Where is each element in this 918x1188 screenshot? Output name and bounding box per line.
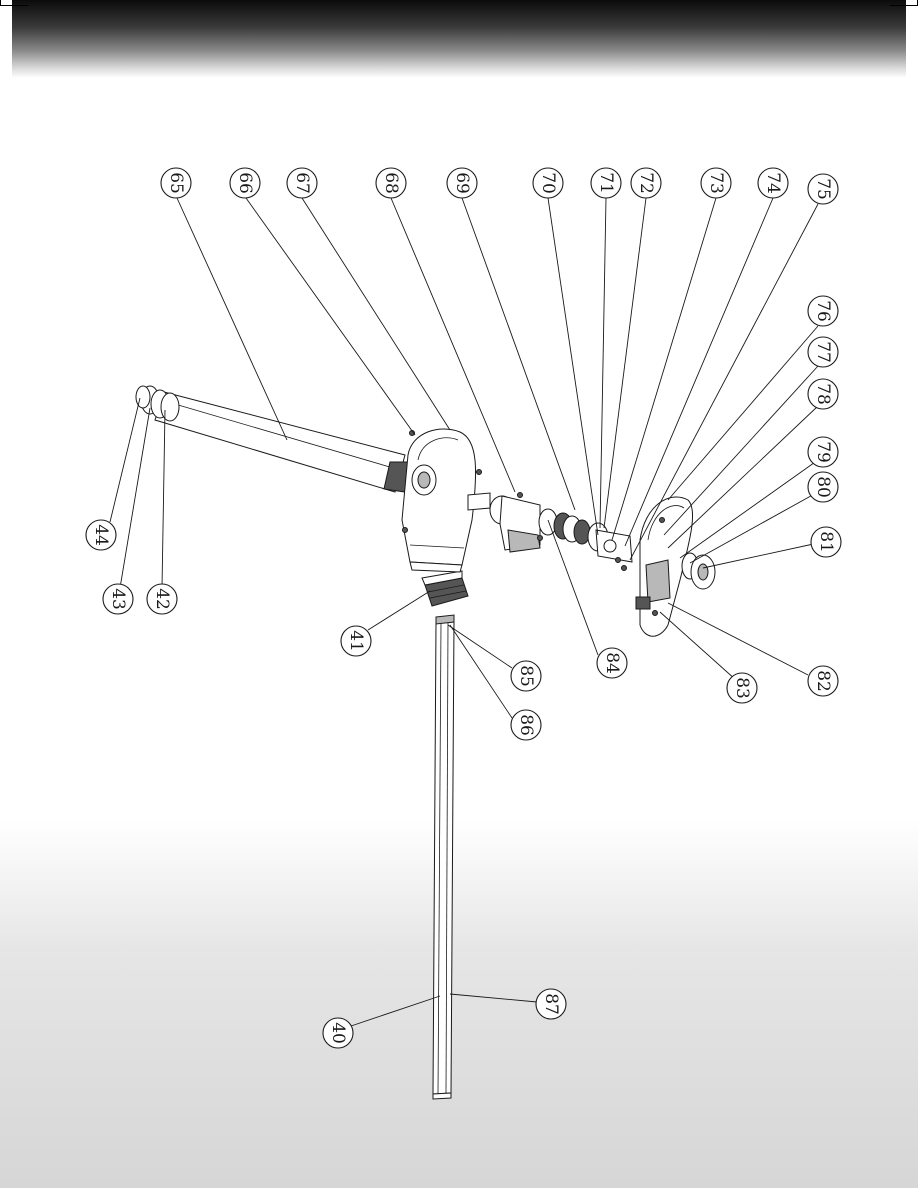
svg-text:80: 80	[813, 476, 833, 498]
header-gradient-bar	[12, 0, 906, 78]
crop-mark-top-left-h	[0, 5, 28, 6]
callout-68: 68	[375, 167, 407, 199]
svg-text:82: 82	[813, 670, 833, 692]
callout-81: 81	[810, 526, 842, 558]
svg-text:68: 68	[381, 172, 401, 194]
svg-text:83: 83	[732, 677, 752, 699]
callout-41: 41	[340, 625, 372, 657]
svg-text:41: 41	[346, 630, 366, 652]
svg-text:74: 74	[763, 172, 783, 194]
svg-text:81: 81	[816, 531, 836, 553]
callout-85: 85	[510, 660, 542, 692]
callout-75: 75	[807, 173, 839, 205]
callout-69: 69	[446, 167, 478, 199]
svg-text:42: 42	[152, 588, 172, 610]
svg-text:67: 67	[292, 172, 312, 194]
callout-76: 76	[807, 295, 839, 327]
callout-71: 71	[590, 167, 622, 199]
knob-part	[681, 552, 716, 590]
connector-rod-part	[467, 492, 491, 511]
callout-42: 42	[146, 583, 178, 615]
collar-part	[421, 570, 469, 607]
callout-77: 77	[807, 336, 839, 368]
bottom-gradient-wash	[0, 820, 918, 1188]
callout-80: 80	[807, 471, 839, 503]
svg-text:72: 72	[636, 172, 656, 194]
svg-text:71: 71	[596, 172, 616, 194]
callout-73: 73	[700, 167, 732, 199]
callout-66: 66	[229, 167, 261, 199]
callout-79: 79	[807, 436, 839, 468]
bracket-part	[489, 492, 543, 553]
svg-text:75: 75	[813, 178, 833, 200]
svg-text:43: 43	[108, 588, 128, 610]
svg-text:77: 77	[813, 341, 833, 363]
svg-text:87: 87	[541, 993, 561, 1015]
shaft-part	[432, 614, 455, 1100]
leader-lines	[109, 197, 819, 1027]
housing-part	[401, 428, 482, 573]
callout-65: 65	[160, 167, 192, 199]
svg-text:73: 73	[706, 172, 726, 194]
svg-text:79: 79	[813, 441, 833, 463]
callout-82: 82	[807, 665, 839, 697]
svg-text:65: 65	[166, 172, 186, 194]
svg-text:85: 85	[516, 665, 536, 687]
callout-86: 86	[510, 709, 542, 741]
callout-67: 67	[286, 167, 318, 199]
svg-text:69: 69	[452, 172, 472, 194]
svg-text:70: 70	[538, 172, 558, 194]
callout-84: 84	[596, 647, 628, 679]
callout-87: 87	[535, 988, 567, 1020]
callout-43: 43	[102, 583, 134, 615]
svg-text:66: 66	[235, 172, 255, 194]
svg-text:44: 44	[91, 524, 111, 546]
svg-text:76: 76	[813, 300, 833, 322]
svg-text:84: 84	[602, 652, 622, 674]
callout-78: 78	[807, 378, 839, 410]
callout-70: 70	[532, 167, 564, 199]
callout-40: 40	[322, 1017, 354, 1049]
end-cover-part	[635, 496, 694, 637]
callout-74: 74	[757, 167, 789, 199]
callout-44: 44	[85, 519, 117, 551]
callout-83: 83	[726, 672, 758, 704]
svg-text:86: 86	[516, 714, 536, 736]
plate-part	[595, 529, 633, 571]
crop-mark-top-left	[0, 0, 1, 6]
tube-part	[135, 385, 411, 493]
callout-72: 72	[630, 167, 662, 199]
svg-text:40: 40	[328, 1022, 348, 1044]
crop-mark-top-right-h	[890, 5, 918, 6]
svg-text:78: 78	[813, 383, 833, 405]
